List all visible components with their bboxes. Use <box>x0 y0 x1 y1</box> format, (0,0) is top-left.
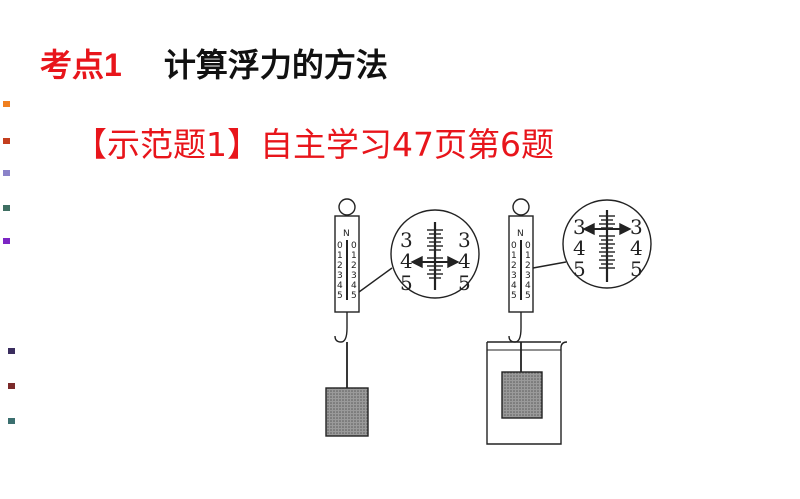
svg-text:3: 3 <box>525 271 531 281</box>
svg-text:1: 1 <box>511 251 517 261</box>
svg-text:5: 5 <box>573 257 586 281</box>
bullet-marker <box>8 348 15 354</box>
svg-text:5: 5 <box>351 291 357 301</box>
example-subtitle: 【示范题1】自主学习47页第6题 <box>74 125 554 164</box>
left-hanging-block <box>325 387 369 437</box>
svg-text:4: 4 <box>337 281 343 291</box>
bullet-marker <box>8 418 15 424</box>
svg-text:3: 3 <box>511 271 517 281</box>
bullet-marker <box>3 101 10 107</box>
right-zoom-callout <box>532 199 652 289</box>
svg-text:3: 3 <box>400 228 413 252</box>
svg-text:5: 5 <box>337 291 343 301</box>
svg-text:5: 5 <box>630 257 643 281</box>
svg-text:2: 2 <box>525 261 531 271</box>
bullet-marker <box>3 138 10 144</box>
svg-text:0: 0 <box>337 241 343 251</box>
svg-text:4: 4 <box>573 236 586 260</box>
svg-text:2: 2 <box>351 261 357 271</box>
svg-text:3: 3 <box>351 271 357 281</box>
svg-text:0: 0 <box>351 241 357 251</box>
bullet-marker <box>3 205 10 211</box>
left-zoom-callout <box>358 209 480 299</box>
svg-text:0: 0 <box>511 241 517 251</box>
svg-text:2: 2 <box>511 261 517 271</box>
svg-text:4: 4 <box>630 236 643 260</box>
right-scale-numbers-right: 0 1 2 3 4 5 <box>525 241 531 301</box>
svg-text:3: 3 <box>458 228 471 252</box>
svg-text:3: 3 <box>337 271 343 281</box>
svg-text:0: 0 <box>525 241 531 251</box>
svg-text:5: 5 <box>511 291 517 301</box>
right-zoom-numbers: 3 4 5 3 4 5 <box>573 215 643 281</box>
title-text: 计算浮力的方法 <box>163 46 388 84</box>
svg-text:5: 5 <box>525 291 531 301</box>
title-prefix: 考点1 <box>40 47 122 83</box>
svg-text:4: 4 <box>525 281 531 291</box>
svg-text:5: 5 <box>400 271 413 295</box>
bullet-marker <box>3 170 10 176</box>
svg-text:4: 4 <box>511 281 517 291</box>
svg-text:4: 4 <box>400 249 413 273</box>
svg-text:4: 4 <box>351 281 357 291</box>
water-beaker <box>486 341 568 445</box>
left-zoom-numbers: 3 4 5 3 4 5 <box>400 228 471 295</box>
svg-text:2: 2 <box>337 261 343 271</box>
svg-text:5: 5 <box>458 271 471 295</box>
svg-text:1: 1 <box>337 251 343 261</box>
svg-text:4: 4 <box>458 249 471 273</box>
svg-text:1: 1 <box>525 251 531 261</box>
left-unit-label: N <box>343 229 350 239</box>
svg-text:3: 3 <box>630 215 643 239</box>
left-scale-numbers-right: 0 1 2 3 4 5 <box>351 241 357 301</box>
bullet-marker <box>3 238 10 244</box>
right-unit-label: N <box>517 229 524 239</box>
svg-text:1: 1 <box>351 251 357 261</box>
slide-title: 考点1 计算浮力的方法 <box>40 40 388 84</box>
right-scale-numbers-left: 0 1 2 3 4 5 <box>511 241 517 301</box>
right-submerged-block <box>501 371 543 419</box>
left-scale-numbers-left: 0 1 2 3 4 5 <box>337 241 343 301</box>
bullet-marker <box>8 383 15 389</box>
svg-text:3: 3 <box>573 215 586 239</box>
